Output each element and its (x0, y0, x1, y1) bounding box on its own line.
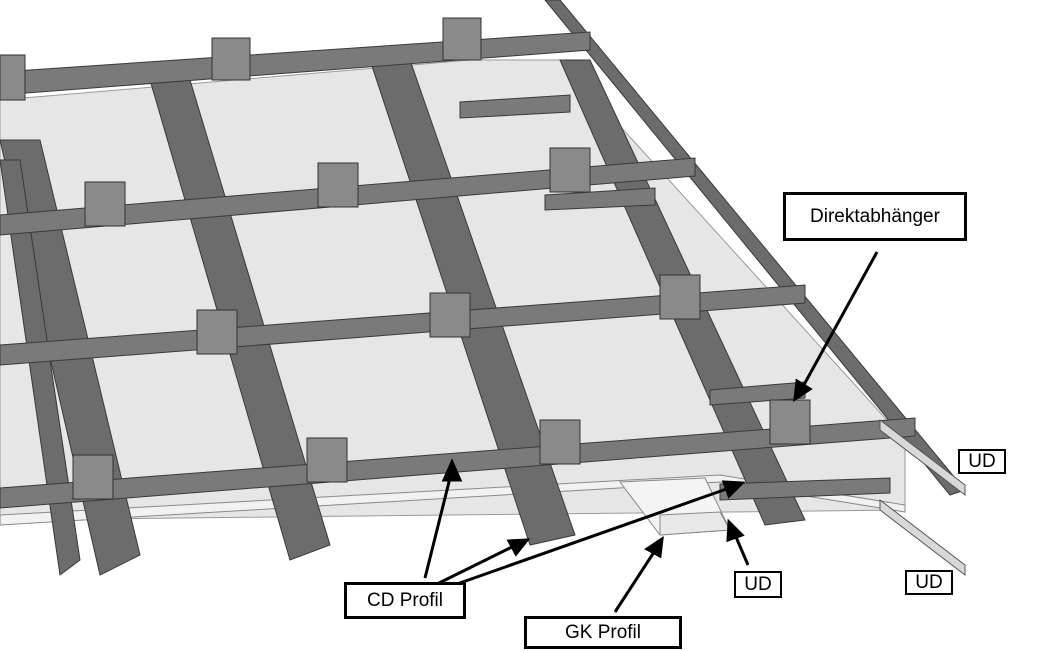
leader-arrows (423, 251, 879, 613)
board-edge (0, 474, 906, 526)
label-ud-corner: UD (905, 570, 953, 595)
label-gk-profil: GK Profil (524, 616, 682, 649)
ud-profiles (879, 418, 966, 577)
direct-hangers (0, 17, 811, 500)
label-direktabhaenger: Direktabhänger (783, 192, 967, 241)
label-cd-profil: CD Profil (344, 582, 466, 619)
label-ud-bottom: UD (734, 571, 782, 598)
label-ud-right: UD (958, 449, 1006, 474)
